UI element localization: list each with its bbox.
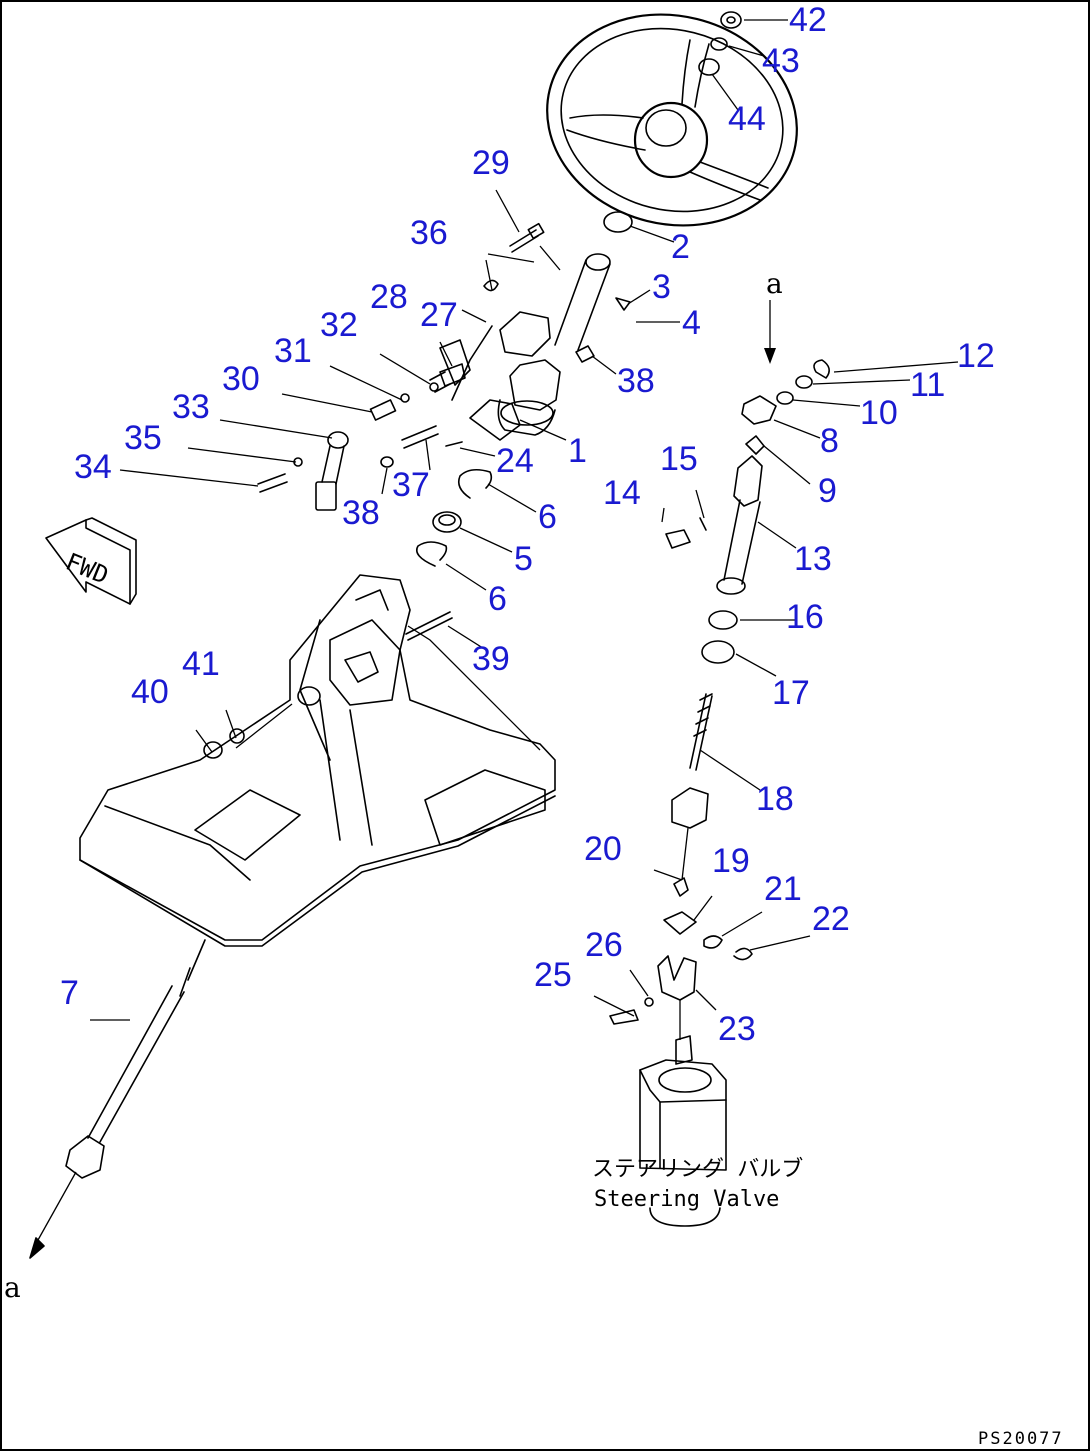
lower-yoke — [609, 955, 697, 1040]
ref-letter-top: a — [766, 267, 783, 300]
ref-a-top: a — [764, 267, 783, 364]
callout-33: 33 — [172, 388, 210, 426]
leader-lines — [90, 19, 959, 1021]
fwd-label: FWD — [62, 548, 113, 590]
lower-shaft: a — [4, 939, 206, 1304]
universal-joint — [741, 359, 830, 455]
callout-22: 22 — [812, 900, 850, 938]
callout-4: 4 — [682, 304, 701, 342]
callout-41: 41 — [182, 645, 220, 683]
callout-6-upper: 6 — [538, 498, 557, 536]
callout-21: 21 — [764, 870, 802, 908]
callout-8: 8 — [820, 422, 839, 460]
callout-20: 20 — [584, 830, 622, 868]
callout-28: 28 — [370, 278, 408, 316]
callout-9: 9 — [818, 472, 837, 510]
callout-38-left: 38 — [342, 494, 380, 532]
callout-32: 32 — [320, 306, 358, 344]
callout-23: 23 — [718, 1010, 756, 1048]
callout-31: 31 — [274, 332, 312, 370]
ref-letter-bottom: a — [4, 1271, 21, 1304]
callout-2: 2 — [671, 228, 690, 266]
fwd-arrow: FWD — [45, 517, 137, 605]
steering-valve: ステアリング バルブ Steering Valve — [592, 1035, 803, 1227]
callout-39: 39 — [472, 640, 510, 678]
wheel-nut-parts — [698, 11, 742, 76]
callout-7: 7 — [60, 974, 79, 1012]
callout-25: 25 — [534, 956, 572, 994]
callout-3: 3 — [652, 268, 671, 306]
callout-26: 26 — [585, 926, 623, 964]
callout-36: 36 — [410, 214, 448, 252]
column-hardware — [369, 222, 631, 468]
callout-14: 14 — [603, 474, 641, 512]
callout-1: 1 — [568, 432, 587, 470]
callout-42: 42 — [789, 1, 827, 39]
callout-24: 24 — [496, 442, 534, 480]
callout-12: 12 — [957, 337, 995, 375]
valve-label-en: Steering Valve — [594, 1187, 779, 1212]
figure-code: PS20077 — [978, 1429, 1064, 1449]
callout-43: 43 — [762, 42, 800, 80]
floor-bracket — [79, 574, 556, 947]
callout-35: 35 — [124, 419, 162, 457]
callout-40: 40 — [131, 673, 169, 711]
intermediate-shaft — [663, 455, 763, 961]
callout-6-lower: 6 — [488, 580, 507, 618]
lever-part — [257, 431, 349, 511]
callout-38-right: 38 — [617, 362, 655, 400]
callout-37: 37 — [392, 466, 430, 504]
callout-34: 34 — [74, 448, 112, 486]
clamps — [405, 468, 493, 641]
callout-numbers: 42 43 44 2 3 4 38 1 24 37 38 6 5 6 39 29… — [60, 1, 995, 1048]
steering-wheel — [546, 13, 798, 227]
callout-11: 11 — [910, 366, 945, 404]
callout-5: 5 — [514, 540, 533, 578]
callout-10: 10 — [860, 394, 898, 432]
callout-30: 30 — [222, 360, 260, 398]
callout-17: 17 — [772, 674, 810, 712]
callout-19: 19 — [712, 842, 750, 880]
callout-27: 27 — [420, 296, 458, 334]
callout-18: 18 — [756, 780, 794, 818]
callout-13: 13 — [794, 540, 832, 578]
callout-44: 44 — [728, 100, 766, 138]
steering-column — [429, 211, 633, 441]
callout-29: 29 — [472, 144, 510, 182]
callout-15: 15 — [660, 440, 698, 478]
valve-label-jp: ステアリング バルブ — [592, 1157, 803, 1182]
callout-16: 16 — [786, 598, 824, 636]
